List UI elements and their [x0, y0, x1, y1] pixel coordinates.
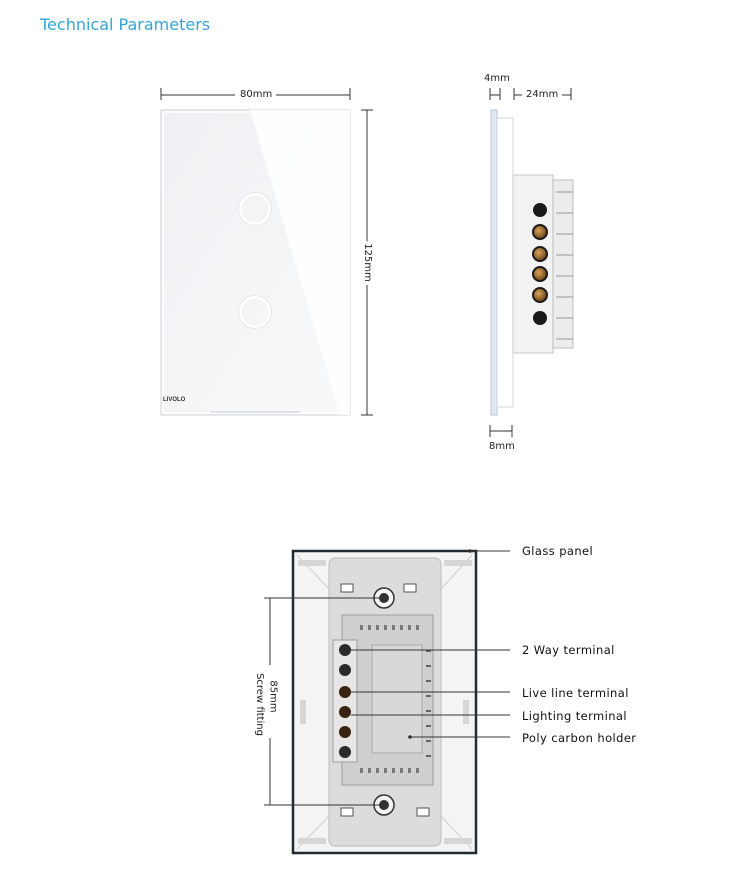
side-terminal-screw-3: [532, 266, 548, 282]
body-depth-label: 24mm: [524, 89, 561, 100]
callout-two-way-terminal: 2 Way terminal: [522, 643, 615, 657]
switch-front-panel: [160, 109, 351, 416]
front-view: LIVOLO: [160, 88, 373, 416]
screw-fitting-dimension: [264, 597, 384, 806]
front-height-label: 125mm: [361, 241, 373, 284]
touch-button-2: [238, 295, 272, 329]
plate-dimension: [489, 425, 513, 437]
side-terminal-block: [552, 179, 574, 349]
terminal-column: [332, 639, 358, 763]
terminal-2way-a: [339, 644, 351, 656]
plate-thickness-label: 8mm: [487, 441, 517, 452]
touch-button-1-shadow: [238, 192, 272, 226]
page-title: Technical Parameters: [40, 15, 211, 34]
height-dimension: [361, 109, 373, 416]
side-terminal-screw-2: [532, 246, 548, 262]
terminal-lighting-a: [339, 706, 351, 718]
side-terminal-ribs: [556, 191, 573, 340]
terminal-lighting-b: [339, 726, 351, 738]
screw-mount-top: [340, 583, 417, 609]
glass-thickness-label: 4mm: [482, 73, 512, 84]
side-terminal-hole-1: [533, 203, 547, 217]
callout-glass-panel: Glass panel: [522, 544, 594, 558]
side-terminal-screw-4: [532, 287, 548, 303]
callout-leaders: [351, 550, 510, 738]
screw-distance-label: 85mm: [267, 678, 279, 715]
side-body: [512, 174, 554, 354]
back-view: [264, 549, 510, 855]
side-view: [489, 88, 574, 437]
glass-thickness-dimension: [489, 88, 501, 100]
terminal-live: [339, 686, 351, 698]
side-glass: [490, 109, 498, 416]
touch-button-1: [238, 192, 272, 226]
callout-poly-carbon-holder: Poly carbon holder: [522, 731, 637, 745]
brand-logo: LIVOLO: [163, 397, 186, 403]
terminal-extra: [339, 746, 351, 758]
side-terminal-hole-2: [533, 311, 547, 325]
callout-live-line-terminal: Live line terminal: [522, 686, 629, 700]
side-vents-right: [426, 650, 431, 757]
poly-carbon-holder: [371, 644, 423, 754]
width-dimension: [160, 88, 351, 100]
terminal-2way-b: [339, 664, 351, 676]
screw-fitting-caption: Screw fitting: [253, 671, 265, 738]
back-frame-slots: [298, 560, 472, 844]
side-backplate: [496, 117, 514, 408]
vent-dots-bottom: [360, 768, 419, 773]
callout-lighting-terminal: Lighting terminal: [522, 709, 627, 723]
body-depth-dimension: [513, 88, 572, 100]
vent-dots-top: [360, 625, 419, 630]
front-width-label: 80mm: [238, 89, 275, 100]
side-terminal-screw-1: [532, 224, 548, 240]
touch-button-2-shadow: [238, 295, 272, 329]
